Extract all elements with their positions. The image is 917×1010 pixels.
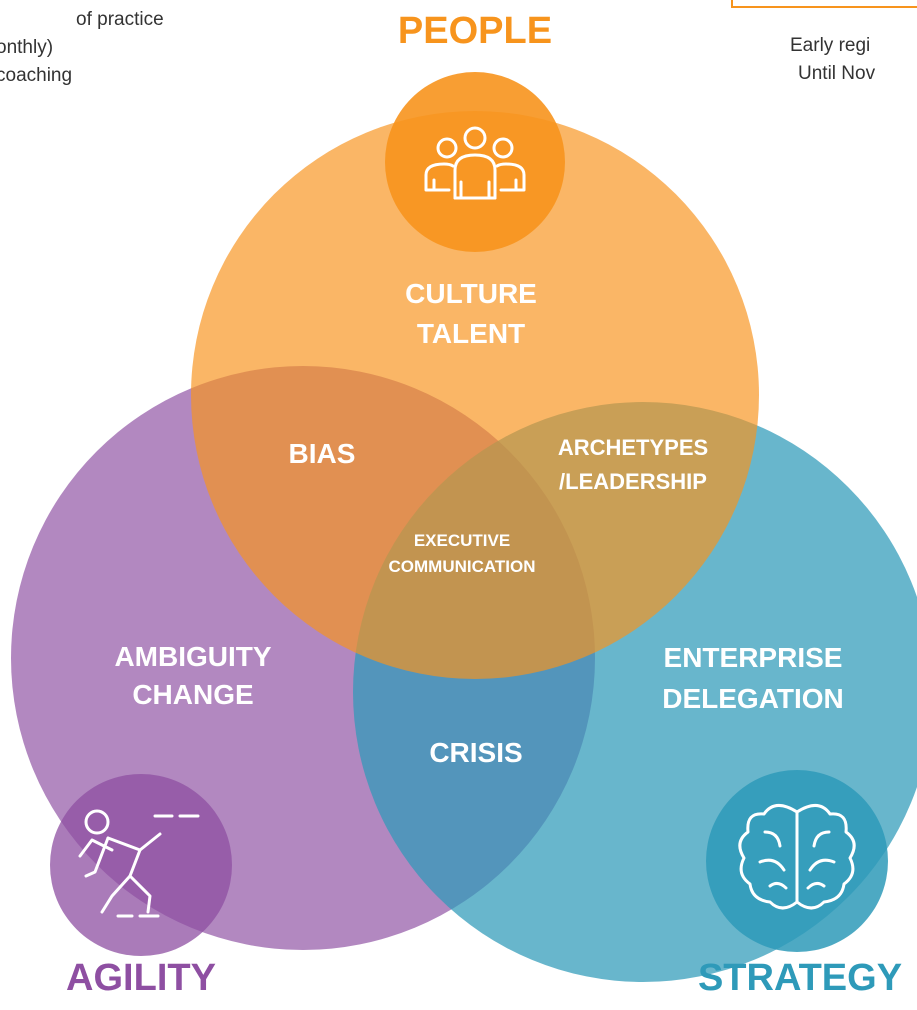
- agility-label-change: CHANGE: [132, 679, 253, 710]
- strategy-title: STRATEGY: [698, 957, 902, 999]
- people-title: PEOPLE: [398, 10, 552, 52]
- agility-title: AGILITY: [66, 957, 216, 999]
- crisis-label: CRISIS: [429, 737, 522, 768]
- strategy-label-delegation: DELEGATION: [662, 683, 843, 714]
- archetypes-label-line-2: /LEADERSHIP: [559, 469, 707, 494]
- center-label-line-2: COMMUNICATION: [389, 557, 536, 576]
- center-label-line-1: EXECUTIVE: [414, 531, 510, 550]
- people-group-icon: [424, 126, 526, 200]
- top-left-line-1: of practice: [76, 9, 164, 30]
- people-label-culture: CULTURE: [405, 278, 537, 309]
- top-left-line-3: coaching: [0, 65, 73, 86]
- people-label-talent: TALENT: [417, 318, 525, 349]
- bias-label: BIAS: [289, 438, 356, 469]
- running-person-icon: [78, 809, 200, 918]
- people-circle: [191, 111, 759, 679]
- top-right-line-1: Early regi: [790, 35, 871, 56]
- agility-label-ambiguity: AMBIGUITY: [114, 641, 271, 672]
- agility-icon-circle: [50, 774, 232, 956]
- brain-icon: [738, 804, 856, 910]
- strategy-label-enterprise: ENTERPRISE: [664, 642, 843, 673]
- top-right-line-2: Until Nov: [798, 63, 876, 84]
- top-right-text-fragment: Early regi Until Nov: [790, 32, 917, 88]
- archetypes-label-line-1: ARCHETYPES: [558, 435, 708, 460]
- top-left-text-fragment: of practice onthly) coaching: [0, 6, 216, 90]
- top-left-line-2: onthly): [0, 37, 54, 58]
- people-icon-circle: [385, 72, 565, 252]
- top-right-callout-box: [731, 0, 917, 8]
